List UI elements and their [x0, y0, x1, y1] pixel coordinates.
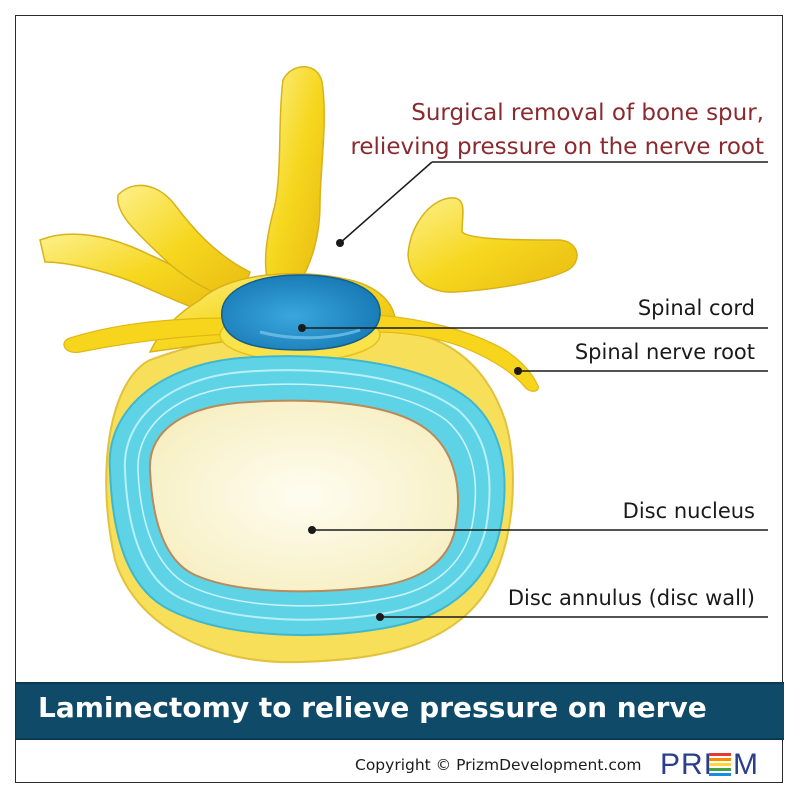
lamina-right: [407, 197, 578, 293]
copyright-text: Copyright © PrizmDevelopment.com: [355, 756, 642, 774]
title-banner: Laminectomy to relieve pressure on nerve: [16, 682, 784, 740]
spinous-process: [264, 66, 325, 283]
nerve-root-left: [63, 317, 233, 354]
svg-text:PRI: PRI: [660, 748, 713, 781]
leader-bone-spur: [339, 161, 433, 244]
callout-bone-spur: Surgical removal of bone spur, relieving…: [304, 96, 764, 164]
callout-line-2: relieving pressure on the nerve root: [350, 134, 764, 160]
disc-nucleus: [148, 399, 460, 593]
banner-title: Laminectomy to relieve pressure on nerve: [38, 691, 707, 724]
label-disc-nucleus: Disc nucleus: [622, 499, 755, 523]
nerve-root-right: [374, 314, 539, 392]
label-disc-annulus: Disc annulus (disc wall): [507, 586, 755, 610]
lamina-left: [117, 184, 251, 301]
callout-line-1: Surgical removal of bone spur,: [411, 100, 764, 126]
svg-text:M: M: [733, 748, 758, 781]
spinal-cord-highlight: [259, 328, 361, 340]
label-spinal-cord: Spinal cord: [637, 296, 755, 320]
prizm-logo: PRI M: [660, 748, 758, 781]
label-spinal-nerve-root: Spinal nerve root: [574, 340, 755, 364]
